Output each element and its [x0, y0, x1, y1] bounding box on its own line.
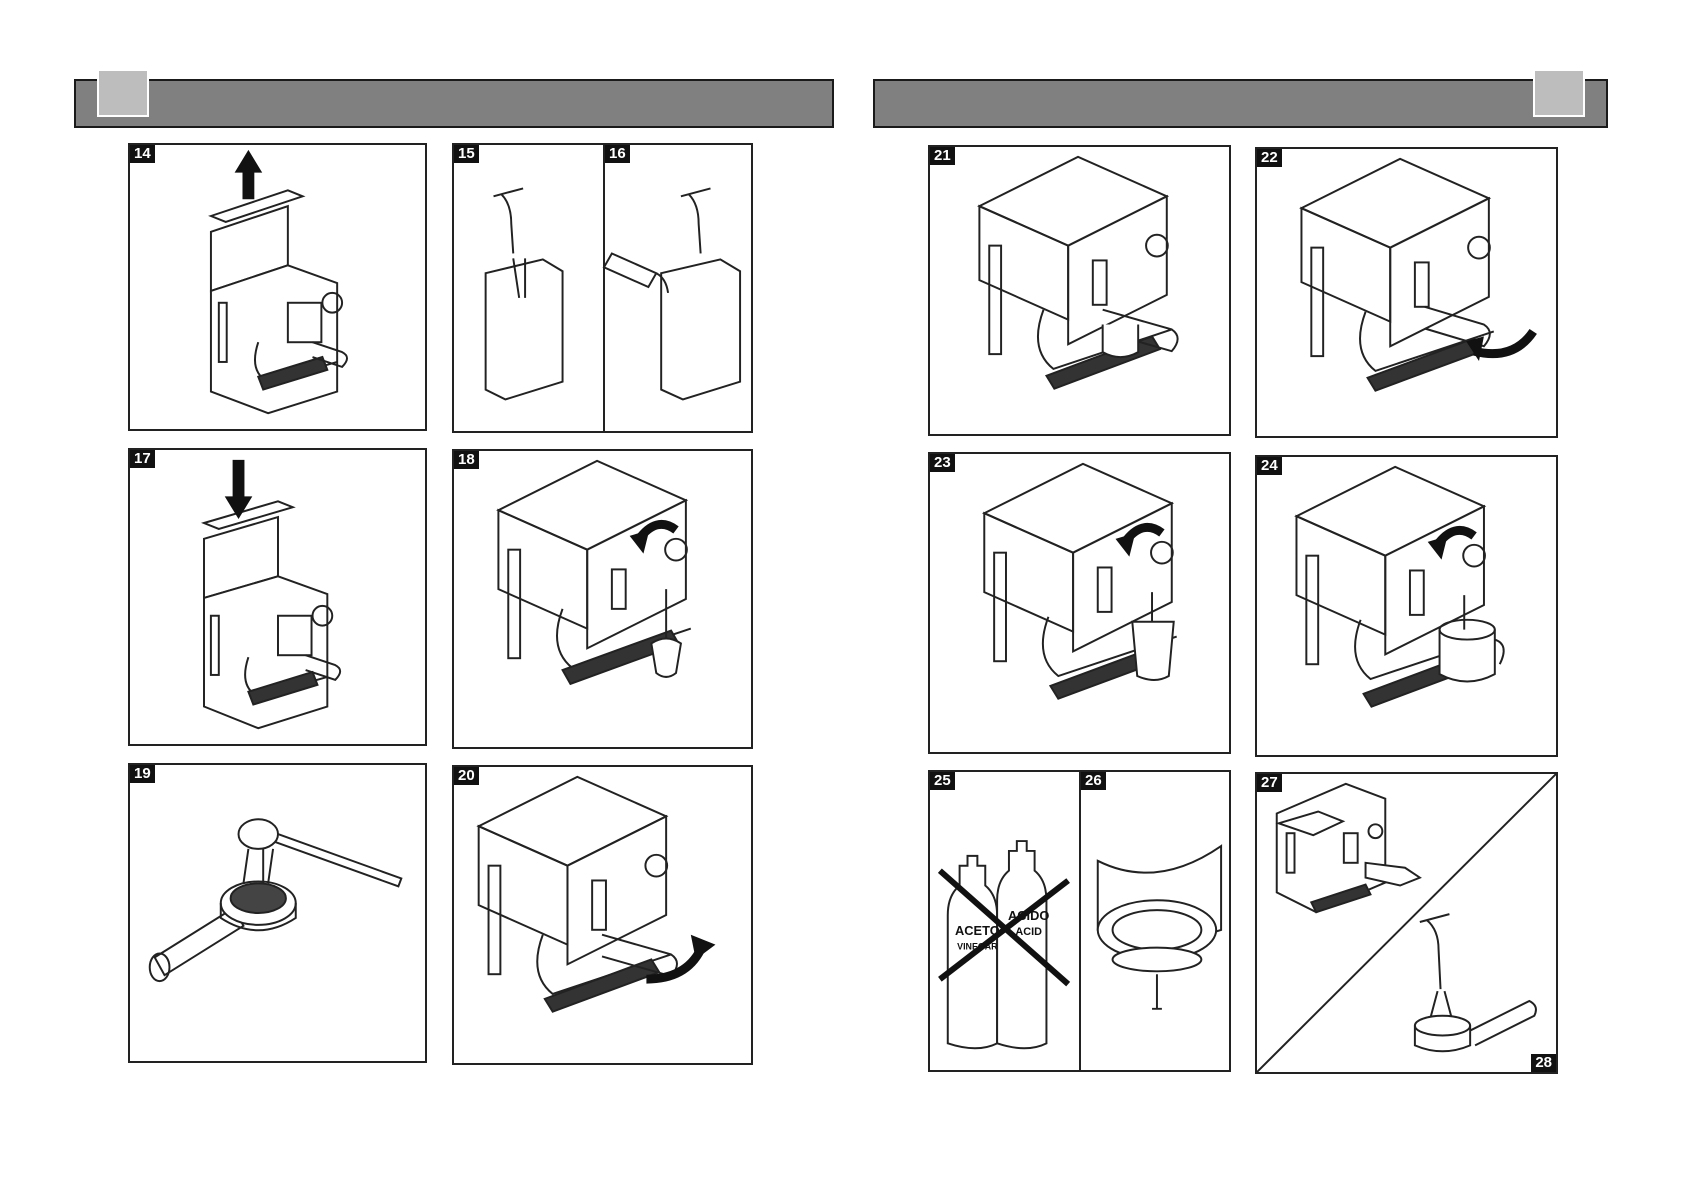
cross-out-icon — [937, 868, 1071, 987]
figure-number: 14 — [130, 145, 155, 163]
panel-divider — [1079, 772, 1081, 1070]
figure-number: 28 — [1531, 1054, 1556, 1072]
rotate-arrow-icon — [646, 934, 716, 984]
figure-number: 21 — [930, 147, 955, 165]
figure-15-16: 15 16 — [452, 143, 753, 433]
cup-under-holder-illustration — [977, 155, 1179, 390]
filter-holder-coffee-illustration — [148, 818, 403, 983]
left-header-bar — [74, 79, 834, 128]
steam-wand-jug-illustration — [484, 187, 742, 401]
figure-number: 23 — [930, 454, 955, 472]
right-header-square — [1533, 69, 1585, 117]
figure-number: 18 — [454, 451, 479, 469]
cleaning-illustration — [1257, 774, 1556, 1072]
arrow-down-icon — [224, 459, 253, 520]
figure-24: 24 — [1255, 455, 1558, 757]
figure-number: 24 — [1257, 457, 1282, 475]
figure-number: 15 — [454, 145, 479, 163]
figure-number: 22 — [1257, 149, 1282, 167]
rotate-arrow-icon — [1466, 328, 1537, 362]
lock-filter-holder-illustration — [476, 775, 716, 1013]
remove-holder-illustration — [1299, 157, 1537, 392]
figure-18: 18 — [452, 449, 753, 749]
froth-milk-illustration — [496, 459, 692, 686]
machine-tank-close-illustration — [200, 459, 342, 730]
left-header-square — [97, 69, 149, 117]
figure-number: 27 — [1257, 774, 1282, 792]
hot-water-glass-illustration — [981, 462, 1178, 700]
figure-20: 20 — [452, 765, 753, 1065]
panel-divider — [603, 145, 605, 431]
figure-number: 19 — [130, 765, 155, 783]
figure-25-26: ACETO VINEGAR ACIDO ACID 25 26 — [928, 770, 1231, 1072]
figure-21: 21 — [928, 145, 1231, 436]
bottle-label-aceto: ACETO — [955, 923, 1000, 938]
figure-27-28: 27 28 — [1255, 772, 1558, 1074]
steam-cup-illustration — [1294, 465, 1505, 708]
rotate-arrow-icon — [629, 519, 679, 554]
rotate-arrow-icon — [1427, 525, 1477, 560]
arrow-up-icon — [234, 149, 263, 200]
figure-number: 26 — [1081, 772, 1106, 790]
figure-number: 17 — [130, 450, 155, 468]
figure-14: 14 — [128, 143, 427, 431]
figure-number: 20 — [454, 767, 479, 785]
figure-23: 23 — [928, 452, 1231, 754]
figure-22: 22 — [1255, 147, 1558, 438]
figure-number: 16 — [605, 145, 630, 163]
bottle-label-acido: ACIDO — [1008, 908, 1049, 923]
machine-tank-lid-illustration — [208, 149, 348, 415]
figure-17: 17 — [128, 448, 427, 746]
no-vinegar-shower-disc-illustration: ACETO VINEGAR ACIDO ACID — [937, 840, 1223, 1050]
figure-number: 25 — [930, 772, 955, 790]
figure-19: 19 — [128, 763, 427, 1063]
bottle-label-acid: ACID — [1015, 926, 1042, 938]
bottle-label-vinegar: VINEGAR — [957, 942, 998, 952]
rotate-arrow-icon — [1115, 522, 1165, 557]
right-header-bar — [873, 79, 1608, 128]
diagonal-divider — [1257, 774, 1556, 1072]
